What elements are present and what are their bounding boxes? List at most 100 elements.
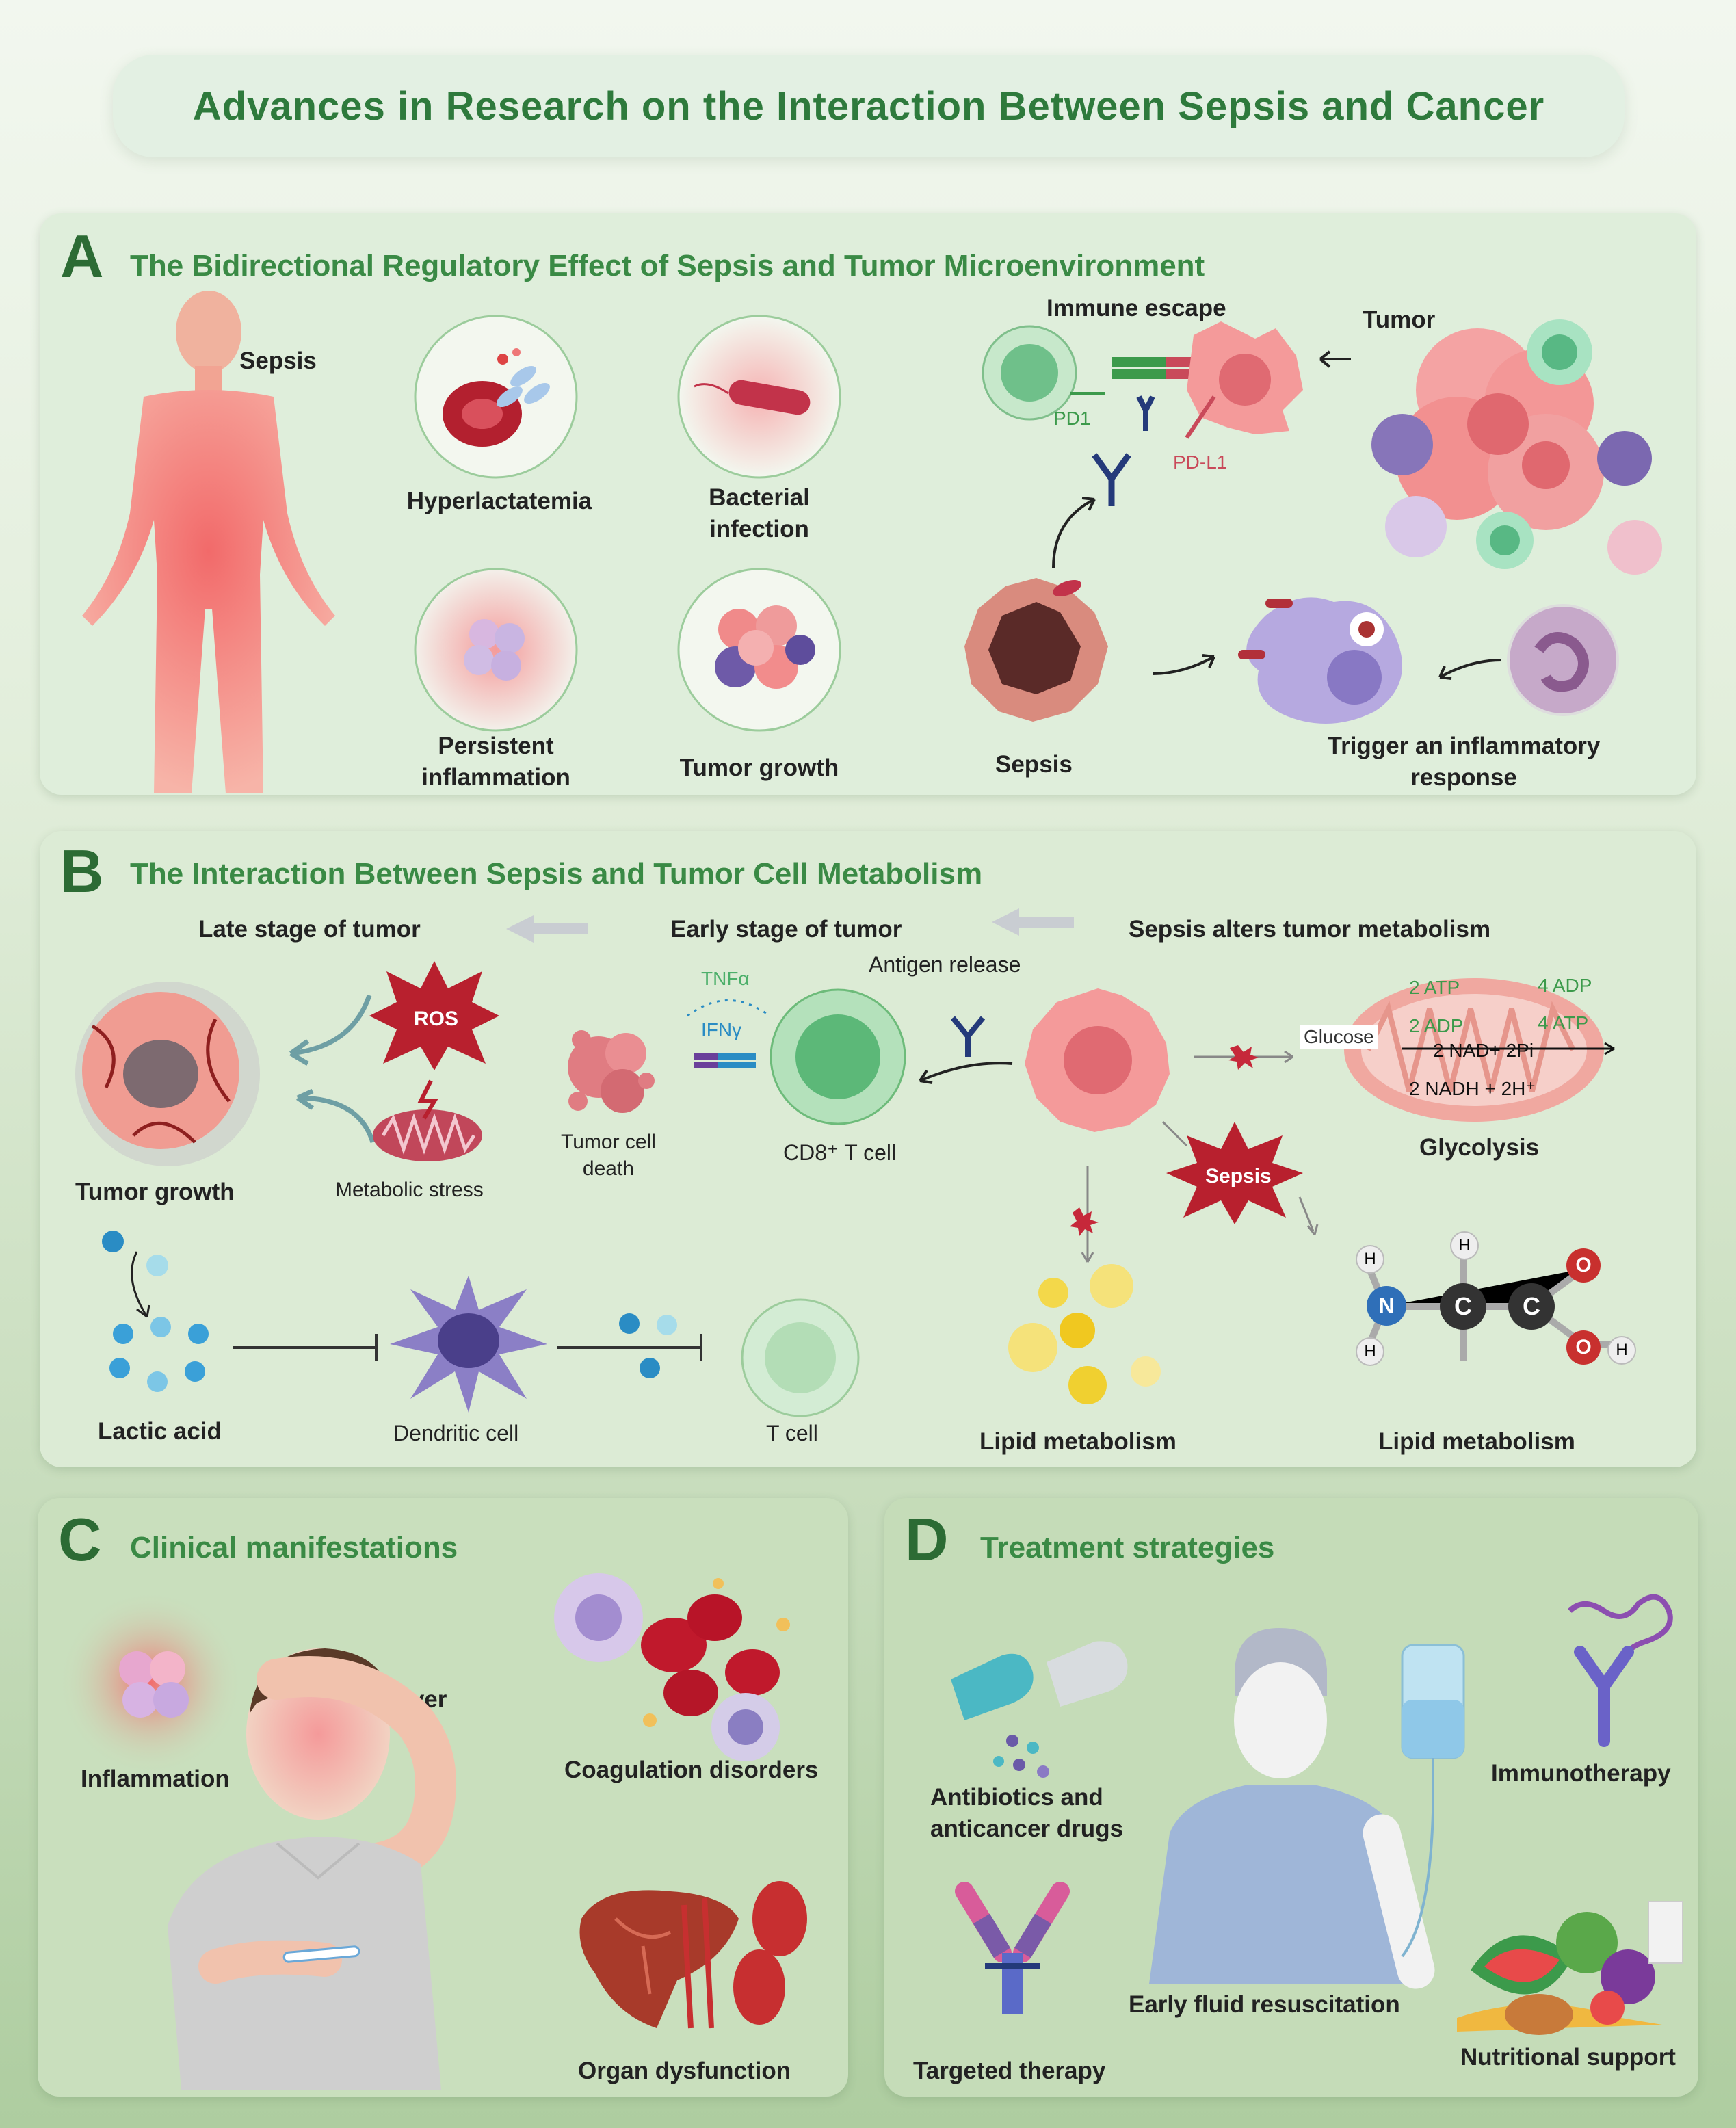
bacterial-infection-label: Bacterial infection [709,484,810,543]
lipid-metabolism-label-1: Lipid metabolism [979,1428,1176,1455]
tumor-mass-icon [1371,319,1662,575]
bispecific-antibody-icon [955,1882,1070,2014]
tumor-growth-label-b: Tumor growth [75,1179,235,1205]
lactic-acid-molecules-icon [109,1317,209,1392]
inhibition-dc-tcell [557,1313,702,1378]
mitochondria-icon [373,1079,482,1161]
panel-d-title: Treatment strategies [980,1531,1275,1564]
glycolysis-mitochondrion-icon [1344,978,1615,1122]
atom-o-2: O [1566,1330,1601,1365]
atp4-label: 4 ATP [1538,1012,1589,1034]
coagulation-label: Coagulation disorders [564,1757,819,1783]
atom-h-2: H [1356,1337,1384,1366]
pdl1-label: PD-L1 [1173,451,1228,473]
fluid-resuscitation-label: Early fluid resuscitation [1129,1991,1400,2018]
patient-icon [1149,1628,1435,1989]
antibody-icon [1092,453,1131,506]
dendritic-cell-label: Dendritic cell [393,1421,519,1445]
arrow-alters-to-early [992,908,1074,936]
glycolysis-label: Glycolysis [1419,1134,1540,1161]
vascularized-tumor-icon [75,982,260,1166]
metabolic-stress-label: Metabolic stress [335,1179,484,1201]
panel-c-title: Clinical manifestations [130,1531,458,1564]
immune-escape-label: Immune escape [1047,295,1226,321]
ros-burst-icon [369,961,499,1070]
adp2-label: 2 ADP [1409,1015,1464,1036]
immunotherapy-label: Immunotherapy [1491,1760,1671,1787]
targeted-therapy-label: Targeted therapy [913,2058,1106,2084]
nad-label: 2 NAD+ 2Pi [1433,1040,1534,1061]
inflammation-cells-icon [414,568,578,732]
atom-h-1: H [1356,1245,1384,1274]
arrow-neutrophil-to-macrophage [1438,659,1502,680]
title-banner: Advances in Research on the Interaction … [113,55,1625,157]
arrow-stress-to-tumor [296,1088,376,1144]
antigen-release-label: Antigen release [869,952,1021,977]
early-stage-label: Early stage of tumor [670,916,902,943]
organ-dysfunction-label: Organ dysfunction [578,2058,791,2084]
atom-h-3: H [1450,1231,1479,1260]
adp4-label: 4 ADP [1538,975,1592,996]
inflammation-label: Inflammation [81,1765,230,1792]
arrow-early-to-late [506,915,588,943]
sepsis-alters-label: Sepsis alters tumor metabolism [1129,916,1491,943]
cd8-t-cell-icon [770,988,906,1125]
atom-o-1: O [1566,1248,1601,1283]
cd8-label: CD8⁺ T cell [783,1140,897,1165]
sepsis-burst-icon [1166,1122,1303,1224]
macrophage-icon [1238,597,1402,724]
neutrophil-icon [1507,604,1619,716]
lipid-metabolism-label-2: Lipid metabolism [1378,1428,1575,1455]
panel-b: B The Interaction Between Sepsis and Tum… [40,831,1696,1467]
arrow-to-lipid [1070,1166,1099,1263]
lactic-acid-label: Lactic acid [98,1418,222,1445]
dendritic-cell-icon [390,1276,547,1413]
arrow-to-glucose [1194,1045,1293,1070]
atom-h-4: H [1607,1336,1636,1365]
arrow-tumor-to-cd8 [919,1062,1013,1084]
coagulation-cells-icon [554,1573,790,1761]
panel-a-title: The Bidirectional Regulatory Effect of S… [130,249,1205,283]
atom-c-1: C [1440,1283,1486,1330]
hyperlactatemia-label: Hyperlactatemia [406,488,592,514]
atp2-label: 2 ATP [1409,977,1460,998]
immune-escape-diagram [982,321,1303,439]
sepsis-lesion-icon [964,578,1108,722]
arrow-to-macrophage-left [1152,654,1215,675]
persistent-inflammation-label: Persistent inflammation [421,733,570,791]
tcr-receptor-icon [694,1053,756,1068]
arrow-sepsis-to-antibody [1052,497,1096,568]
liver-kidney-icon [579,1881,807,2029]
glucose-label: Glucose [1300,1025,1378,1049]
tumor-label: Tumor [1363,306,1436,333]
human-body-icon [82,291,335,793]
lactate-arrow-icon [102,1231,168,1318]
sepsis-lesion-label: Sepsis [995,751,1073,778]
panel-d-letter: D [905,1506,949,1573]
ifng-label: IFNγ [701,1019,742,1040]
pd1-label: PD1 [1053,408,1091,429]
antibiotics-label: Antibiotics and anticancer drugs [930,1784,1124,1843]
fever-person-icon [168,1648,456,2090]
antigen-antibody-icon [950,1016,986,1057]
molecule-icon [1365,1252,1614,1361]
atom-n: N [1367,1286,1406,1326]
bacteria-icon [677,315,841,479]
capsule-pill-icon [951,1641,1128,1778]
panel-c-letter: C [58,1506,102,1573]
ros-label: ROS [414,1008,459,1030]
panel-a-letter: A [60,222,104,290]
nadh-label: 2 NADH + 2H⁺ [1409,1078,1536,1099]
central-tumor-cell-icon [1025,988,1170,1132]
arrow-ros-to-tumor [289,994,372,1066]
sepsis-burst-label: Sepsis [1205,1165,1272,1187]
tumor-growth-icon [677,568,841,732]
tumor-cell-death-label: Tumor cell death [561,1131,656,1180]
trigger-inflammatory-label: Trigger an inflammatory response [1327,733,1601,791]
arrow-tumor-to-cell [1319,350,1351,368]
arrows-from-tumor-cell [1161,1120,1319,1235]
t-cell-icon [741,1298,860,1417]
food-icon [1457,1901,1683,2035]
inhibition-lactate-dc [233,1334,378,1361]
